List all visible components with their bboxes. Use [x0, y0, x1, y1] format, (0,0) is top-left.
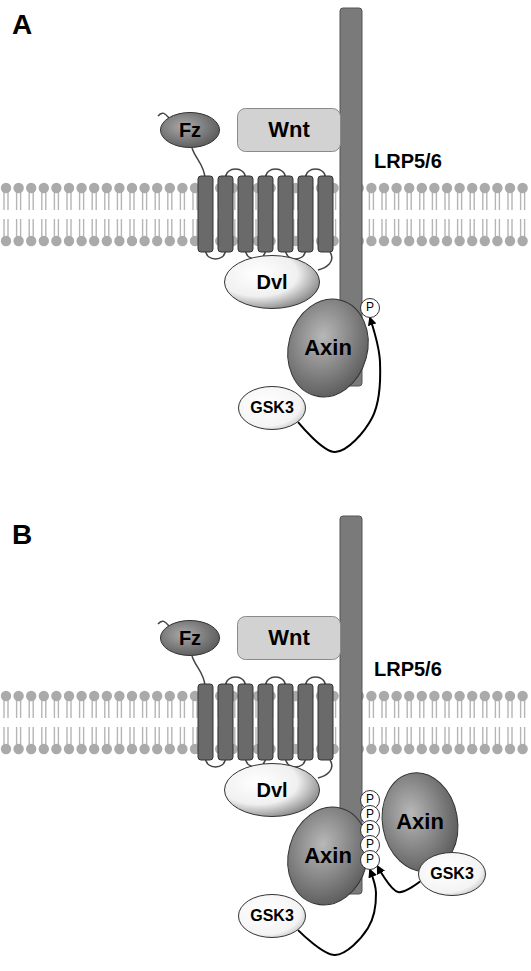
transmembrane-helices	[158, 113, 333, 778]
receptor-label: LRP5/6	[372, 150, 444, 172]
node-text: P	[366, 823, 374, 836]
node-text: Wnt	[268, 118, 310, 142]
node-text: P	[366, 793, 374, 806]
lrp-receptor-bar	[340, 8, 362, 894]
receptor-label: LRP5/6	[372, 658, 444, 680]
node-text: P	[366, 853, 374, 866]
node-text: Dvl	[256, 271, 287, 293]
node-text: Axin	[396, 810, 444, 834]
node-text: Wnt	[268, 626, 310, 650]
node-text: Fz	[179, 627, 201, 649]
panel-letter: B	[12, 520, 32, 551]
frizzled-receptor: Fz	[160, 620, 220, 656]
axin-protein: Axin	[288, 806, 368, 906]
phosphate-circle: P	[360, 850, 380, 870]
frizzled-receptor: Fz	[160, 112, 220, 148]
node-text: Axin	[304, 844, 352, 868]
node-text: Axin	[304, 336, 352, 360]
gsk3-kinase: GSK3	[238, 894, 306, 938]
node-text: GSK3	[250, 399, 294, 417]
wnt-ligand: Wnt	[237, 108, 341, 152]
dvl-protein: Dvl	[224, 255, 320, 309]
node-text: GSK3	[430, 865, 474, 883]
node-text: P	[366, 838, 374, 851]
panel-letter: A	[12, 10, 32, 41]
node-text: Fz	[179, 119, 201, 141]
axin-protein: Axin	[288, 298, 368, 398]
gsk3-kinase: GSK3	[238, 386, 306, 430]
phosphorylation-arrow	[378, 866, 420, 892]
node-text: P	[366, 808, 374, 821]
node-text: P	[366, 301, 374, 314]
gsk3-kinase: GSK3	[418, 852, 486, 896]
phosphate-circle: P	[360, 298, 380, 318]
dvl-protein: Dvl	[224, 763, 320, 817]
lipid-bilayer	[1, 183, 528, 754]
wnt-ligand: Wnt	[237, 616, 341, 660]
node-text: Dvl	[256, 779, 287, 801]
node-text: GSK3	[250, 907, 294, 925]
